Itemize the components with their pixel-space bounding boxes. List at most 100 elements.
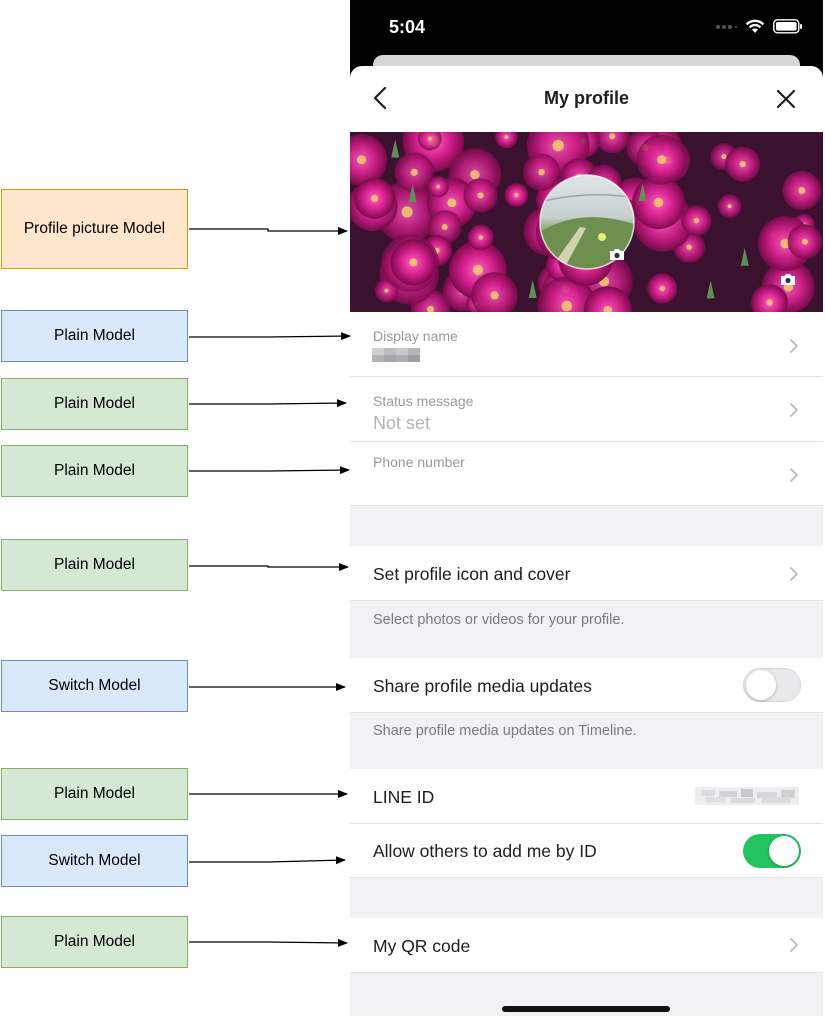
flower-shape: [583, 286, 632, 312]
arrow-profile-picture: [189, 227, 348, 235]
leaf-shape: [706, 280, 715, 299]
arrow-qr-code: [189, 938, 348, 947]
flower-shape: [595, 132, 630, 154]
chevron-right-icon: [790, 339, 798, 353]
flower-center: [470, 169, 480, 180]
flower-shape: [751, 284, 788, 312]
annotation-switch-model-share-updates: Switch Model: [1, 660, 188, 712]
allow-add-label: Allow others to add me by ID: [373, 841, 597, 861]
flower-center: [538, 168, 545, 176]
arrow-allow-add: [189, 856, 346, 865]
flower-center: [801, 238, 808, 245]
toggle-knob: [769, 836, 799, 866]
flower-center: [478, 235, 483, 240]
flower-center: [410, 168, 418, 176]
row-status-message[interactable]: Status message Not set: [350, 377, 823, 442]
flower-center: [798, 187, 806, 194]
annotation-label: Profile picture Model: [23, 220, 166, 237]
leaf-shape: [408, 184, 417, 203]
leaf-shape: [528, 280, 537, 299]
row-allow-add-by-id: Allow others to add me by ID: [350, 824, 823, 878]
camera-icon[interactable]: [780, 273, 796, 286]
annotation-label: Plain Model: [54, 933, 135, 950]
redacted-line-id: [695, 787, 799, 805]
annotation-plain-model-set-profile-icon: Plain Model: [1, 539, 188, 591]
flower-center: [561, 300, 573, 312]
flower-center: [436, 184, 440, 189]
status-icons: [715, 19, 803, 34]
profile-cover-image[interactable]: [350, 132, 823, 312]
flower-center: [686, 244, 692, 250]
annotation-plain-model-status-message: Plain Model: [1, 378, 188, 430]
page-title: My profile: [543, 88, 629, 108]
leaf-shape: [740, 247, 749, 266]
share-updates-toggle[interactable]: [743, 668, 801, 702]
phone-screen: 5:04 My profile: [350, 0, 823, 1016]
cover-flowers-image: [350, 132, 823, 312]
chevron-left-icon[interactable]: [370, 85, 392, 111]
chevron-right-icon: [790, 468, 798, 482]
camera-icon[interactable]: [609, 248, 625, 261]
redacted-display-name: [372, 348, 420, 362]
allow-add-toggle[interactable]: [743, 834, 801, 868]
set-profile-icon-label: Set profile icon and cover: [373, 564, 571, 584]
nav-bar: My profile: [350, 66, 823, 132]
battery-icon: [773, 19, 802, 34]
flower-shape: [418, 132, 442, 151]
flower-center: [370, 194, 379, 202]
flower-center: [653, 197, 664, 208]
flower-center: [693, 217, 700, 224]
annotation-plain-model-line-id: Plain Model: [1, 768, 188, 820]
annotation-label: Plain Model: [54, 327, 135, 344]
flower-shape: [495, 132, 518, 149]
row-display-name[interactable]: Display name: [350, 312, 823, 377]
flower-shape: [350, 134, 388, 186]
flower-center: [477, 192, 484, 199]
chevron-right-icon: [790, 567, 798, 581]
flower-center: [514, 192, 519, 198]
flower-center: [441, 224, 448, 230]
annotation-plain-model-qr-code: Plain Model: [1, 916, 188, 968]
annotation-label: Switch Model: [48, 677, 141, 694]
phone-number-label: Phone number: [373, 454, 465, 470]
qr-code-label: My QR code: [373, 936, 471, 956]
row-my-qr-code[interactable]: My QR code: [350, 918, 823, 973]
annotation-profile-picture-model: Profile picture Model: [1, 189, 188, 269]
arrow-display-name: [189, 332, 351, 341]
home-indicator: [502, 1006, 670, 1012]
flower-center: [490, 291, 499, 300]
flower-center: [356, 155, 367, 165]
flower-center: [384, 288, 389, 293]
chevron-right-icon: [790, 938, 798, 952]
row-set-profile-icon-cover[interactable]: Set profile icon and cover: [350, 546, 823, 601]
flower-center: [504, 135, 509, 139]
status-message-label: Status message: [373, 393, 474, 409]
row-phone-number[interactable]: Phone number: [350, 442, 823, 506]
arrow-status-message: [189, 399, 347, 408]
flower-center: [766, 299, 773, 306]
flower-center: [657, 155, 667, 165]
annotation-label: Plain Model: [54, 395, 135, 412]
share-updates-note: Share profile media updates on Timeline.: [373, 723, 637, 739]
wifi-icon: [745, 19, 765, 33]
arrow-phone-number: [189, 466, 350, 475]
flower-center: [721, 154, 727, 160]
flower-center: [409, 258, 418, 267]
flower-center: [609, 133, 616, 140]
flower-center: [739, 160, 746, 168]
annotation-plain-model-display-name: Plain Model: [1, 310, 188, 362]
flower-center: [401, 206, 413, 218]
flower-center: [727, 204, 732, 209]
annotation-plain-model-phone-number: Plain Model: [1, 445, 188, 497]
toggle-knob: [746, 670, 776, 700]
annotation-label: Switch Model: [48, 852, 141, 869]
close-icon[interactable]: [775, 88, 797, 110]
line-id-label: LINE ID: [373, 787, 435, 807]
flower-center: [659, 285, 665, 292]
share-updates-label: Share profile media updates: [373, 676, 592, 696]
flower-center: [472, 264, 484, 276]
leaf-shape: [391, 139, 400, 158]
annotation-label: Plain Model: [54, 785, 135, 802]
row-line-id[interactable]: LINE ID: [350, 769, 823, 824]
leaf-shape: [638, 183, 647, 202]
